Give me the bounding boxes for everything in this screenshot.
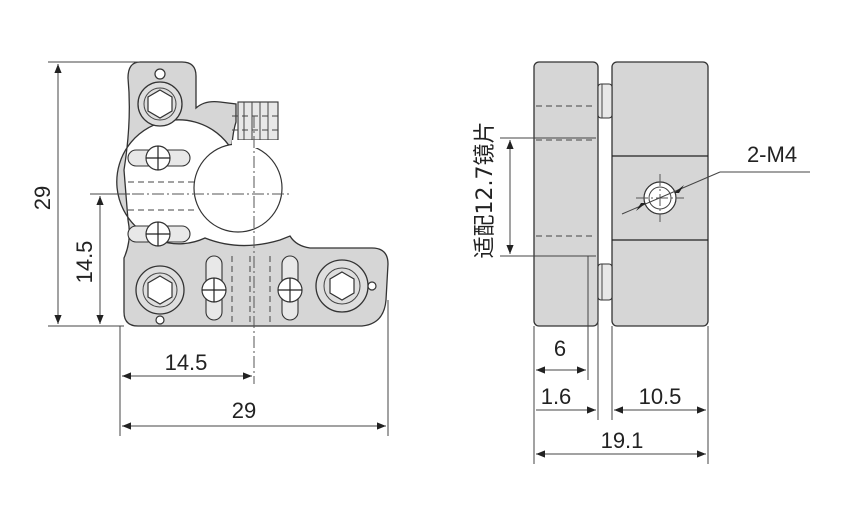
clamp-screw-top — [232, 101, 282, 141]
side-left-plate — [533, 61, 599, 327]
slot-screw-left-upper — [127, 145, 191, 171]
side-view — [533, 61, 810, 327]
socket-screw-bottom-left — [135, 265, 185, 325]
socket-screw-bottom-right — [315, 259, 377, 313]
side-screw-top — [597, 83, 613, 119]
slot-screw-bottom-left — [201, 255, 227, 321]
label-mirror-fit: 适配12.7镜片 — [473, 122, 498, 259]
dim-side-gap: 1.6 — [541, 384, 572, 409]
front-dimensions: 29 14.5 14.5 29 — [30, 61, 389, 436]
dim-front-height: 29 — [30, 186, 55, 210]
slot-screw-left-lower — [127, 221, 191, 247]
side-dimensions: 6 1.6 10.5 19.1 适配12.7镜片 2-M4 — [473, 122, 797, 464]
slot-screw-bottom-right — [277, 255, 303, 321]
socket-screw-top-left — [137, 68, 183, 127]
side-screw-bottom — [597, 263, 613, 301]
dim-side-left-width: 6 — [554, 336, 566, 361]
lens-bore — [193, 143, 283, 233]
dim-side-total-width: 19.1 — [601, 428, 644, 453]
front-body-outline — [116, 61, 389, 327]
dim-side-right-width: 10.5 — [639, 384, 682, 409]
dim-front-width: 29 — [232, 398, 256, 423]
front-view — [92, 61, 389, 384]
dim-front-center-width: 14.5 — [165, 350, 208, 375]
dim-front-center-height: 14.5 — [72, 241, 97, 284]
label-thread-callout: 2-M4 — [747, 142, 797, 167]
